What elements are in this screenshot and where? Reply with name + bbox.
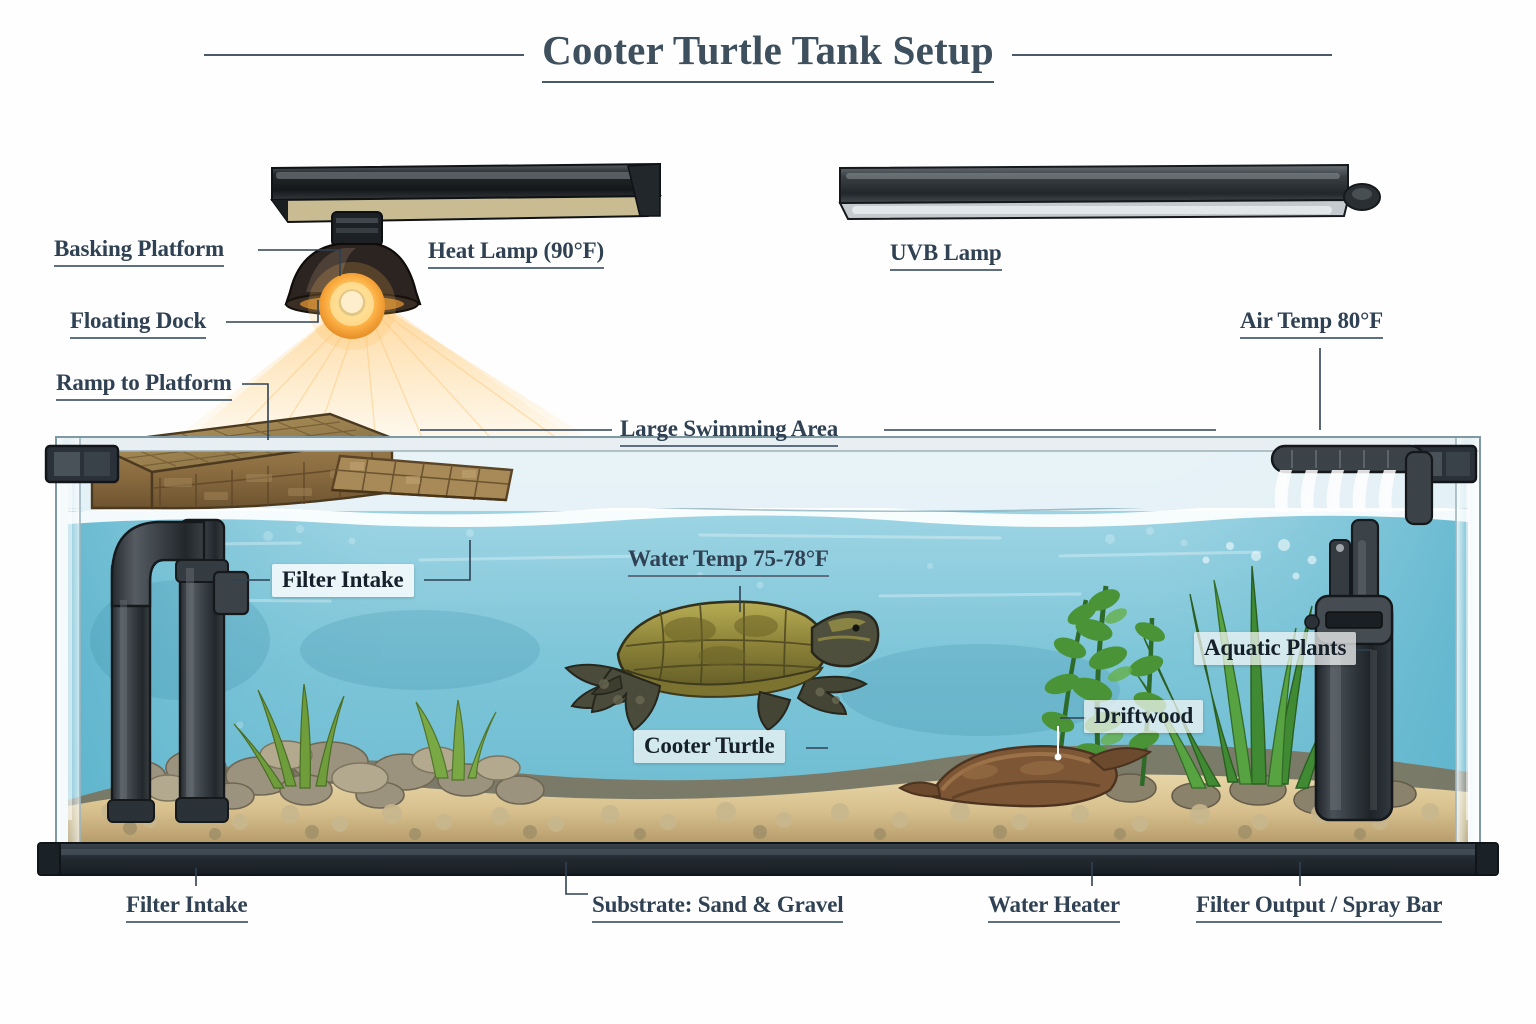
leader-ramp	[242, 383, 269, 440]
label-aquatic-plants: Aquatic Plants	[1194, 632, 1357, 665]
heat-lamp-fixture	[270, 162, 662, 350]
label-heat-lamp: Heat Lamp (90°F)	[428, 238, 604, 269]
label-air-temp: Air Temp 80°F	[1240, 308, 1383, 339]
spray-bubbles	[1202, 539, 1344, 580]
label-filter-intake-lower: Filter Intake	[126, 892, 248, 923]
leader-basking-platform	[258, 249, 341, 276]
title-rule-left	[204, 53, 525, 56]
driftwood-point-dot	[1054, 753, 1062, 761]
small-plant-left	[233, 683, 345, 789]
leader-filter-intake-upper-right	[424, 540, 471, 581]
label-substrate: Substrate: Sand & Gravel	[592, 892, 844, 923]
driftwood	[898, 744, 1153, 808]
filter-intake-pipe	[107, 518, 250, 823]
label-cooter-turtle: Cooter Turtle	[634, 730, 785, 763]
small-plant-left-2	[415, 699, 497, 781]
label-filter-output: Filter Output / Spray Bar	[1196, 892, 1443, 923]
cooter-turtle	[564, 600, 880, 732]
label-filter-intake-upper: Filter Intake	[272, 564, 414, 597]
label-water-temp: Water Temp 75-78°F	[628, 546, 829, 577]
label-uvb-lamp: UVB Lamp	[890, 240, 1002, 271]
label-water-heater: Water Heater	[988, 892, 1120, 923]
label-basking-platform: Basking Platform	[54, 236, 224, 267]
label-floating-dock: Floating Dock	[70, 308, 206, 339]
leader-floating-dock	[226, 300, 319, 323]
label-large-swimming-area: Large Swimming Area	[620, 416, 838, 447]
label-ramp-to-platform: Ramp to Platform	[56, 370, 232, 401]
leader-substrate	[565, 862, 588, 895]
spray-bar	[1270, 444, 1434, 526]
uvb-lamp-fixture	[838, 163, 1381, 221]
page-title: Cooter Turtle Tank Setup	[0, 26, 1536, 83]
leader-lines	[195, 249, 1372, 895]
label-driftwood: Driftwood	[1084, 700, 1204, 733]
floating-dock-ramp	[330, 454, 514, 502]
internal-filter-canister	[1304, 518, 1394, 822]
title-text: Cooter Turtle Tank Setup	[542, 26, 994, 83]
title-rule-right	[1011, 53, 1332, 56]
tank-corner-bracket-left	[44, 444, 120, 484]
